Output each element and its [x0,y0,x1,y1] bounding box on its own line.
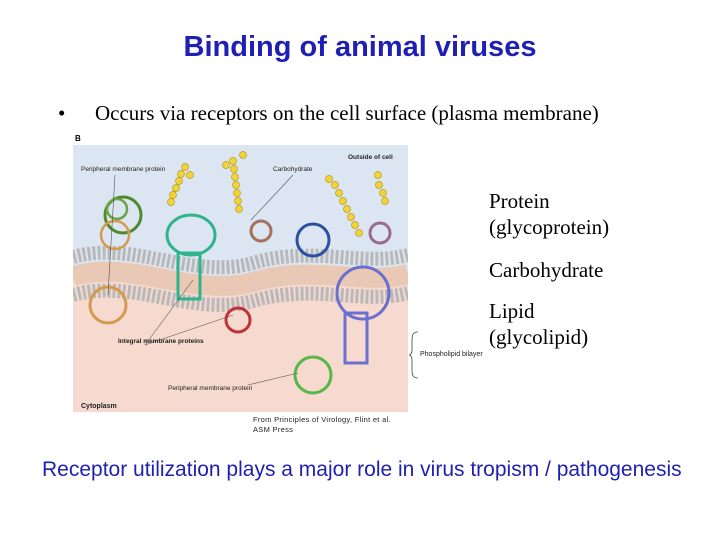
bilayer-tails [70,261,411,296]
glycoprotein-purple [335,265,391,365]
slide-title: Binding of animal viruses [183,31,537,63]
integral-protein-blue [295,222,331,258]
membrane-illustration: Peripheral membrane protein Carbohydrate… [70,145,411,412]
label-cytoplasm: Cytoplasm [81,403,117,410]
peripheral-protein-green-bottom [293,355,333,395]
label-peripheral-bottom: Peripheral membrane protein [168,385,253,392]
side-label-carbohydrate: Carbohydrate [489,258,604,282]
credit-line-2: ASM Press [253,425,294,434]
carbohydrate-cluster-brown [249,219,273,243]
bilayer-outer-leaflet [71,245,410,275]
side-label-lipid-line1: Lipid [489,299,535,323]
label-carbohydrate-figure: Carbohydrate [273,166,313,173]
credit-line-1: From Principles of Virology, Flint et al… [253,415,391,424]
bullet-marker: • [58,101,66,125]
label-outside-of-cell: Outside of cell [348,154,393,161]
carbohydrate-chains [167,151,389,237]
side-label-protein-line1: Protein [489,189,550,213]
bottom-statement: Receptor utilization plays a major role … [42,458,682,481]
label-phospholipid-bilayer: Phospholipid bilayer [420,351,483,358]
side-label-protein-line2: (glycoprotein) [489,215,610,239]
peripheral-protein-orange [88,219,131,325]
glycolipid-mauve [368,221,392,245]
glycoprotein-left [103,195,143,235]
label-leader-lines [107,174,299,386]
bilayer-bracket [408,331,419,379]
integral-protein-red [224,306,252,334]
figure-panel-letter: B [75,134,81,143]
membrane-figure: Peripheral membrane protein Carbohydrate… [70,145,411,412]
side-label-protein: Protein (glycoprotein) [489,188,609,240]
integral-protein-green [165,213,217,301]
side-label-lipid-line2: (glycolipid) [489,325,589,349]
bilayer-inner-leaflet [71,283,410,312]
label-peripheral-top: Peripheral membrane protein [81,166,166,173]
side-label-lipid: Lipid (glycolipid) [489,298,588,350]
bullet-text: Occurs via receptors on the cell surface… [95,101,599,125]
figure-credit: From Principles of Virology, Flint et al… [253,415,391,435]
cytoplasm-background [73,271,408,412]
label-integral-proteins: Integral membrane proteins [118,338,204,345]
